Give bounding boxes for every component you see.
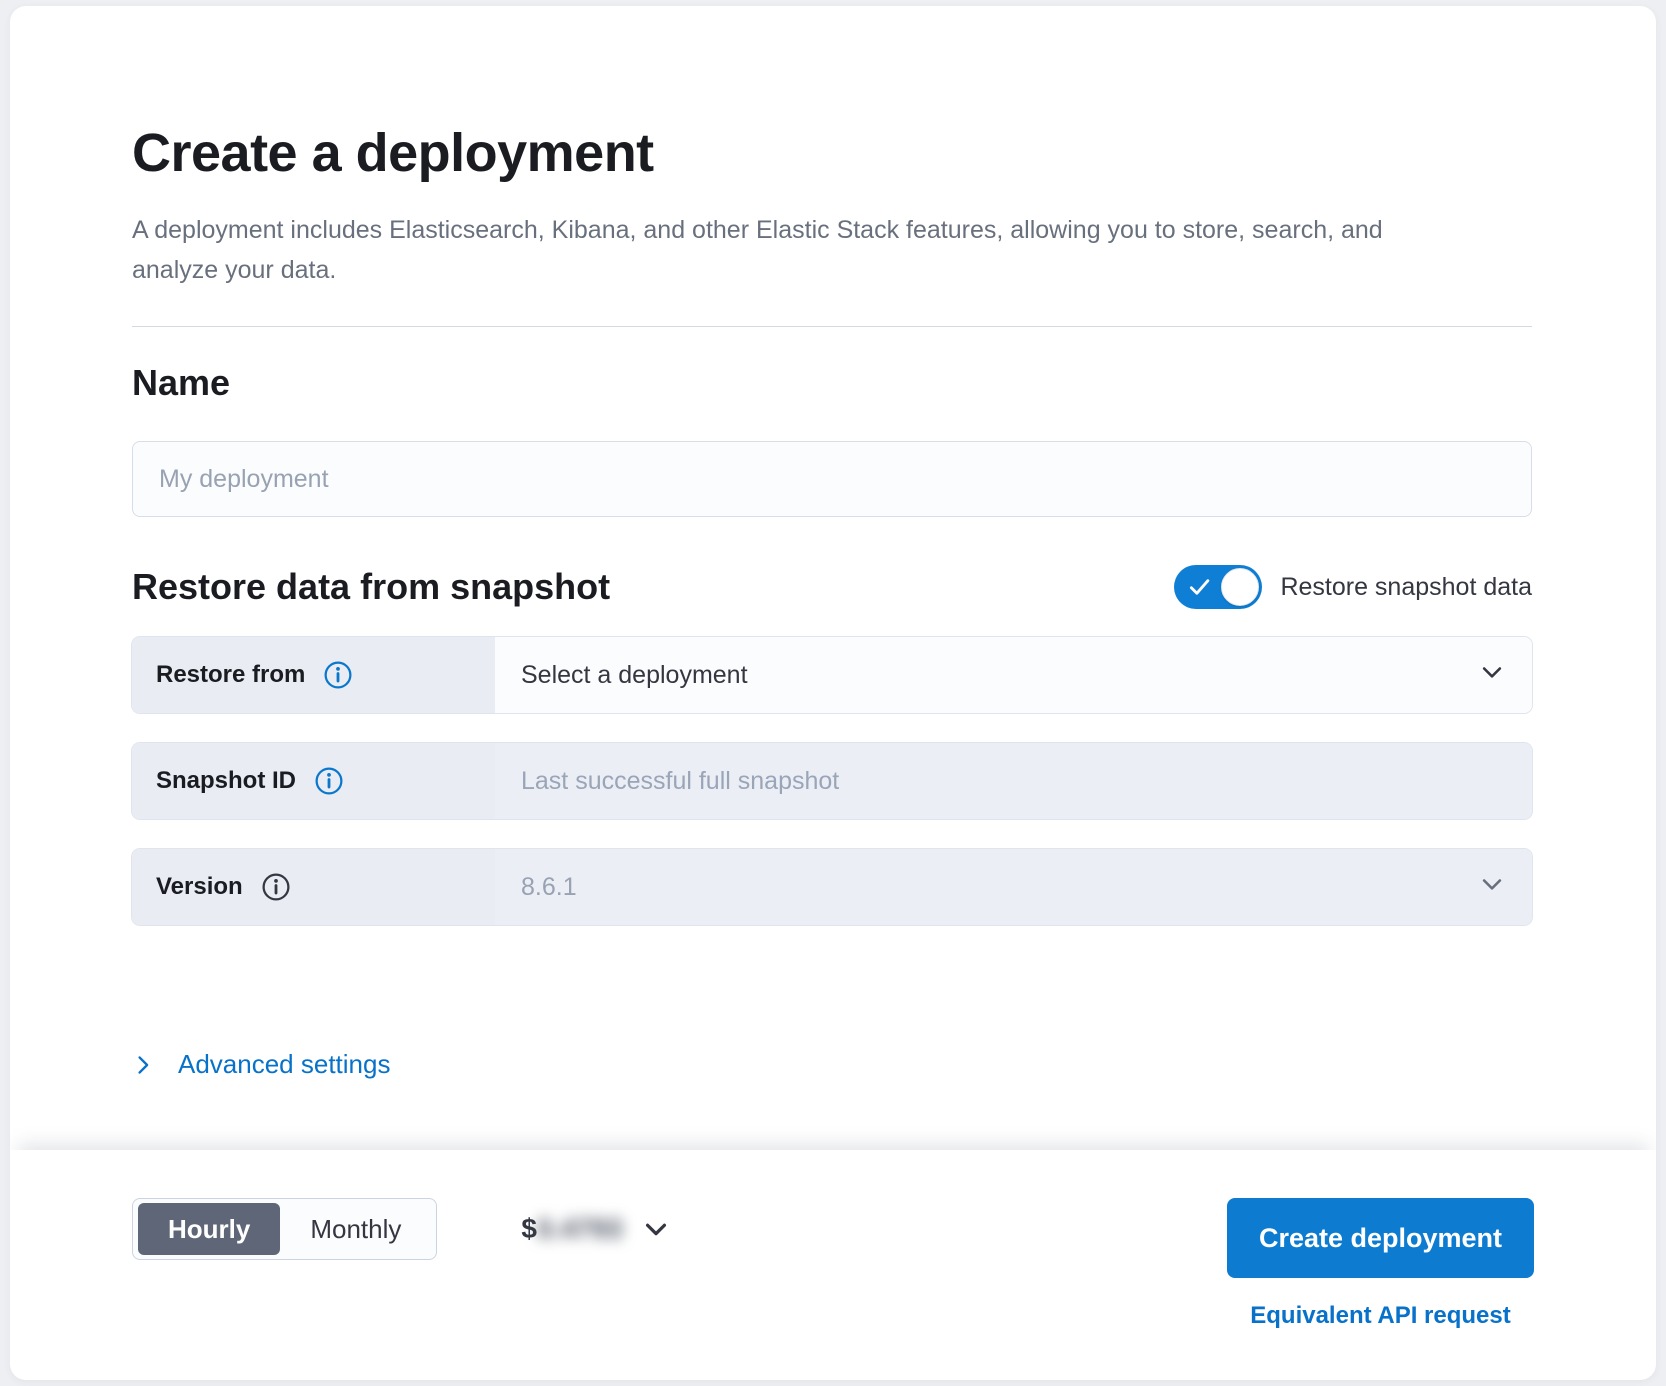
version-select[interactable]: 8.6.1	[495, 849, 1532, 925]
restore-from-value: Select a deployment	[521, 660, 748, 689]
main-content: Create a deployment A deployment include…	[10, 6, 1656, 1150]
footer-actions: Create deployment Equivalent API request	[1227, 1198, 1534, 1330]
advanced-settings-link[interactable]: Advanced settings	[132, 1049, 390, 1080]
restore-snapshot-toggle[interactable]	[1174, 565, 1263, 609]
footer-bar: Hourly Monthly $ 0.4793 Create deploymen…	[10, 1150, 1656, 1380]
chevron-down-icon	[1478, 658, 1506, 693]
toggle-label: Restore snapshot data	[1280, 572, 1532, 601]
version-label: Version	[156, 873, 243, 900]
info-icon[interactable]	[261, 872, 291, 902]
info-icon[interactable]	[323, 660, 353, 690]
restore-section-header: Restore data from snapshot Restore snaps…	[132, 565, 1532, 609]
info-icon[interactable]	[314, 766, 344, 796]
page-subtitle: A deployment includes Elasticsearch, Kib…	[132, 216, 1383, 284]
divider	[132, 326, 1532, 327]
snapshot-id-label-cell: Snapshot ID	[132, 743, 495, 819]
check-icon	[1187, 576, 1213, 603]
advanced-settings-label: Advanced settings	[178, 1049, 391, 1079]
chevron-right-icon	[132, 1054, 154, 1076]
chevron-down-icon	[641, 1214, 671, 1249]
snapshot-id-input[interactable]	[495, 743, 1532, 819]
version-row: Version 8.6.1	[132, 849, 1532, 925]
price-display[interactable]: $ 0.4793	[521, 1198, 670, 1260]
equivalent-api-request-link[interactable]: Equivalent API request	[1250, 1302, 1511, 1329]
price-amount-blurred: 0.4793	[536, 1213, 623, 1244]
deployment-name-input[interactable]	[132, 441, 1532, 517]
create-deployment-button[interactable]: Create deployment	[1227, 1198, 1534, 1278]
restore-heading: Restore data from snapshot	[132, 566, 611, 607]
restore-form: Restore from Select a deployment Snapsho…	[132, 637, 1532, 925]
version-label-cell: Version	[132, 849, 495, 925]
chevron-down-icon	[1478, 870, 1506, 905]
name-heading: Name	[132, 362, 231, 403]
restore-from-label: Restore from	[156, 661, 306, 688]
page-title: Create a deployment	[132, 123, 654, 183]
monthly-button[interactable]: Monthly	[280, 1203, 431, 1255]
hourly-button[interactable]: Hourly	[138, 1203, 281, 1255]
version-value: 8.6.1	[521, 872, 577, 901]
restore-toggle-row: Restore snapshot data	[1174, 565, 1532, 609]
snapshot-id-row: Snapshot ID	[132, 743, 1532, 819]
price-currency: $	[521, 1213, 537, 1244]
billing-interval-toggle: Hourly Monthly	[132, 1198, 438, 1260]
restore-from-row: Restore from Select a deployment	[132, 637, 1532, 713]
snapshot-id-label: Snapshot ID	[156, 767, 297, 794]
restore-from-select[interactable]: Select a deployment	[495, 637, 1532, 713]
restore-from-label-cell: Restore from	[132, 637, 495, 713]
create-deployment-card: Create a deployment A deployment include…	[10, 6, 1656, 1380]
toggle-knob	[1221, 568, 1260, 606]
